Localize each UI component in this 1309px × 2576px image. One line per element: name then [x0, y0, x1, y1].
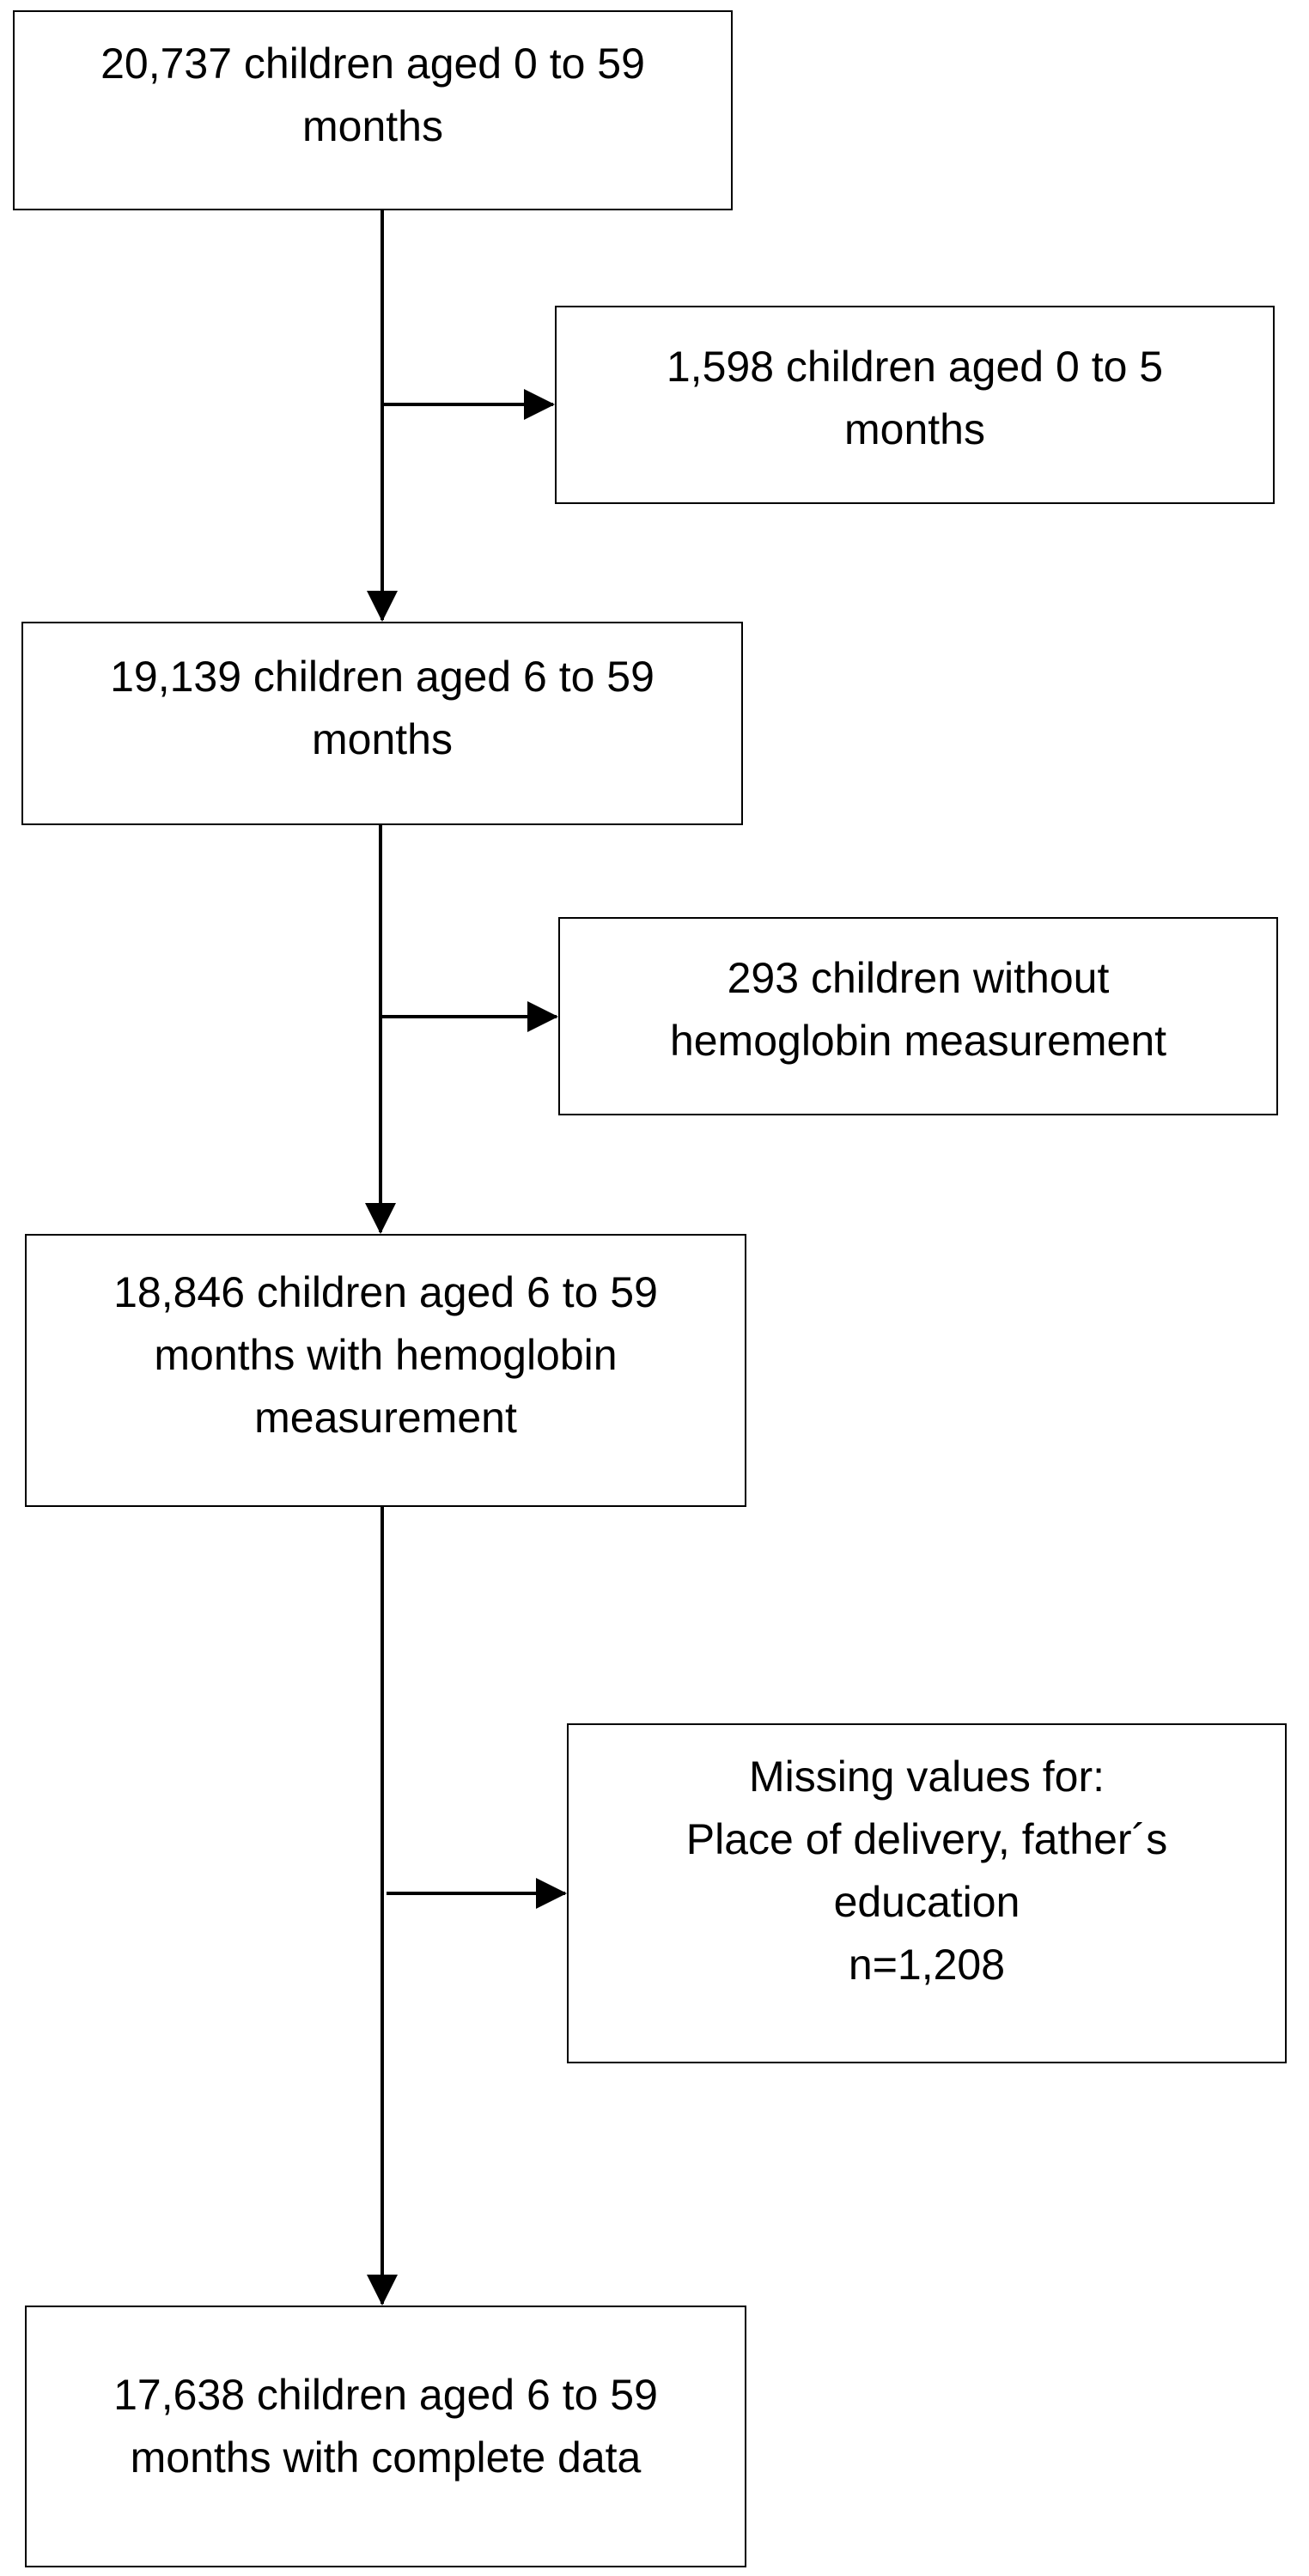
flow-step-box-4: 17,638 children aged 6 to 59 months with…	[25, 2306, 746, 2567]
flow-step-box-2: 19,139 children aged 6 to 59 months	[21, 622, 743, 825]
flow-step-text-1: 20,737 children aged 0 to 59 months	[100, 39, 645, 150]
flow-step-text-4: 17,638 children aged 6 to 59 months with…	[113, 2370, 658, 2482]
flow-step-box-3: 18,846 children aged 6 to 59 months with…	[25, 1234, 746, 1507]
flow-step-text-2: 19,139 children aged 6 to 59 months	[110, 652, 654, 763]
flow-step-box-1: 20,737 children aged 0 to 59 months	[13, 10, 733, 210]
exclusion-text-1: 1,598 children aged 0 to 5 months	[666, 342, 1164, 453]
exclusion-text-3: Missing values for: Place of delivery, f…	[685, 1753, 1168, 1989]
flow-step-text-3: 18,846 children aged 6 to 59 months with…	[113, 1267, 658, 1442]
exclusion-box-3: Missing values for: Place of delivery, f…	[567, 1723, 1287, 2063]
exclusion-box-1: 1,598 children aged 0 to 5 months	[555, 306, 1275, 504]
exclusion-text-2: 293 children without hemoglobin measurem…	[669, 953, 1167, 1065]
exclusion-box-2: 293 children without hemoglobin measurem…	[558, 917, 1278, 1115]
